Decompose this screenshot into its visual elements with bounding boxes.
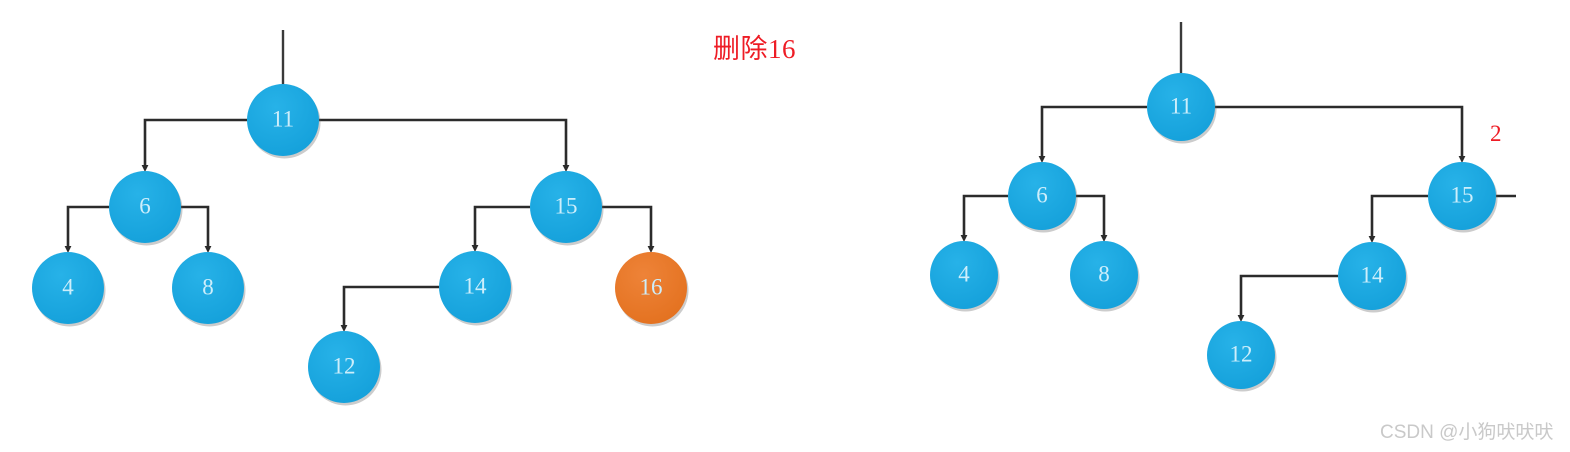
tree-node-12[interactable]: 12: [1207, 321, 1277, 392]
node-circle-highlighted[interactable]: [615, 252, 687, 324]
tree-node-11[interactable]: 11: [1147, 73, 1217, 144]
annotation-step-2: 2: [1490, 121, 1502, 146]
tree-nodes-layer: 11 6 15 4 8 14 16 12 11 6 15 4 8 14 12: [32, 73, 1498, 406]
tree-edges-layer: [64, 22, 1516, 332]
node-circle[interactable]: [308, 331, 380, 403]
node-value-label: 12: [333, 353, 356, 378]
node-circle[interactable]: [1207, 321, 1275, 389]
node-circle[interactable]: [109, 171, 181, 243]
node-circle[interactable]: [1008, 162, 1076, 230]
tree-node-8[interactable]: 8: [1070, 241, 1140, 312]
node-value-label: 14: [464, 273, 488, 298]
tree-edge-15-to-14: [1368, 194, 1428, 243]
tree-edge-11-to-6: [141, 118, 247, 172]
node-circle[interactable]: [930, 241, 998, 309]
tree-node-14[interactable]: 14: [439, 251, 513, 326]
tree-edge-15-to-14: [471, 205, 530, 252]
tree-edge-6-to-8: [1076, 194, 1108, 242]
node-value-label: 6: [1036, 182, 1048, 207]
node-value-label: 14: [1361, 262, 1385, 287]
tree-node-14[interactable]: 14: [1338, 242, 1408, 313]
tree-edge-11-to-6: [1038, 105, 1147, 163]
node-circle[interactable]: [1147, 73, 1215, 141]
tree-edge-6-to-4: [960, 194, 1008, 242]
tree-node-16[interactable]: 16: [615, 252, 689, 327]
tree-edge-14-to-12: [340, 285, 439, 332]
tree-node-6[interactable]: 6: [109, 171, 183, 246]
node-circle[interactable]: [439, 251, 511, 323]
node-value-label: 4: [958, 261, 970, 286]
node-circle[interactable]: [530, 171, 602, 243]
tree-node-4[interactable]: 4: [930, 241, 1000, 312]
node-value-label: 8: [1098, 261, 1110, 286]
tree-edge-11-to-15: [319, 118, 570, 172]
tree-node-15[interactable]: 15: [1428, 162, 1498, 233]
node-value-label: 8: [202, 274, 214, 299]
node-circle[interactable]: [1428, 162, 1496, 230]
node-value-label: 16: [640, 274, 663, 299]
tree-node-11[interactable]: 11: [247, 84, 321, 159]
tree-edge-6-to-4: [64, 205, 109, 253]
caption-delete-16: 删除16: [713, 34, 796, 64]
node-circle[interactable]: [32, 252, 104, 324]
tree-node-15[interactable]: 15: [530, 171, 604, 246]
node-value-label: 15: [1451, 182, 1474, 207]
node-circle[interactable]: [247, 84, 319, 156]
node-value-label: 12: [1230, 341, 1253, 366]
node-value-label: 11: [272, 106, 294, 131]
tree-edge-14-to-12: [1237, 274, 1338, 322]
tree-edge-6-to-8: [181, 205, 212, 253]
tree-node-8[interactable]: 8: [172, 252, 246, 327]
node-value-label: 11: [1170, 93, 1192, 118]
node-circle[interactable]: [1338, 242, 1406, 310]
node-circle[interactable]: [1070, 241, 1138, 309]
csdn-watermark: CSDN @小狗吠吠吠: [1380, 422, 1554, 443]
tree-edge-15-to-16: [602, 205, 655, 253]
tree-node-12[interactable]: 12: [308, 331, 382, 406]
node-circle[interactable]: [172, 252, 244, 324]
tree-edge-11-to-15: [1215, 105, 1466, 163]
node-value-label: 4: [62, 274, 74, 299]
tree-node-6[interactable]: 6: [1008, 162, 1078, 233]
node-value-label: 15: [555, 193, 578, 218]
node-value-label: 6: [139, 193, 151, 218]
tree-node-4[interactable]: 4: [32, 252, 106, 327]
